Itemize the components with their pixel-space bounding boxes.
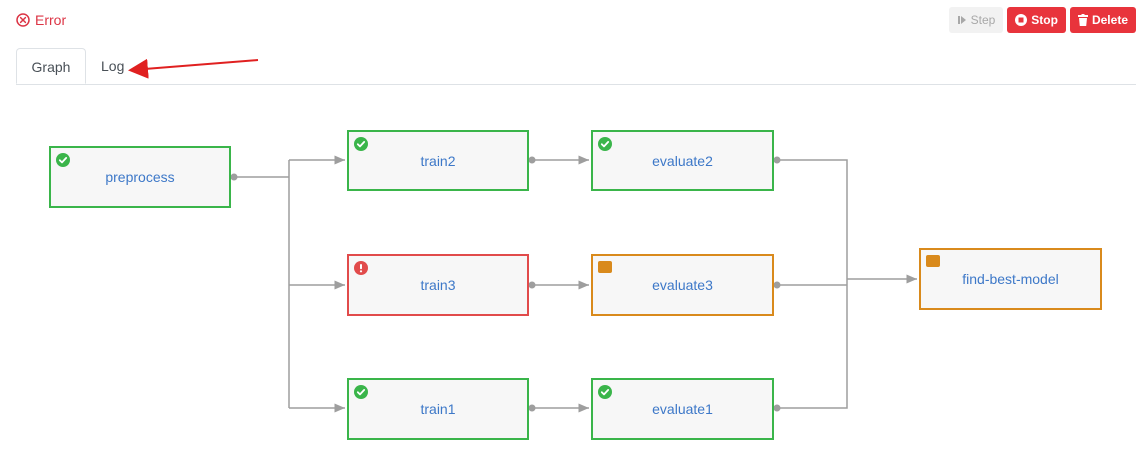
node-label: evaluate1	[652, 401, 713, 417]
status-indicator: Error	[16, 12, 66, 28]
delete-button-label: Delete	[1091, 13, 1128, 27]
node-label: train1	[420, 401, 456, 417]
node-label: find-best-model	[962, 271, 1059, 287]
exclamation-circle-icon	[354, 261, 368, 275]
node-label: preprocess	[105, 169, 175, 185]
status-label: Error	[35, 12, 67, 28]
tab-graph[interactable]: Graph	[16, 48, 86, 84]
check-circle-icon	[598, 137, 612, 151]
tab-log[interactable]: Log	[101, 58, 125, 74]
annotation-arrow	[128, 58, 259, 79]
node-find-best-model[interactable]: find-best-model	[919, 248, 1102, 310]
step-button[interactable]: Step	[948, 7, 1004, 33]
node-label: evaluate3	[652, 277, 713, 293]
node-label: train3	[420, 277, 456, 293]
error-circle-icon	[16, 13, 30, 27]
node-evaluate3[interactable]: evaluate3	[591, 254, 774, 316]
node-train2[interactable]: train2	[347, 130, 529, 191]
toolbar: Step Stop Delete	[948, 7, 1136, 33]
pending-square-icon	[926, 255, 940, 267]
node-label: evaluate2	[652, 152, 713, 169]
node-evaluate2[interactable]: evaluate2	[591, 130, 774, 191]
delete-button[interactable]: Delete	[1069, 7, 1136, 33]
node-label: train2	[420, 152, 456, 169]
node-train1[interactable]: train1	[347, 378, 529, 440]
stop-circle-icon	[1015, 14, 1028, 26]
node-preprocess[interactable]: preprocess	[49, 146, 231, 208]
check-circle-icon	[598, 385, 612, 399]
check-circle-icon	[56, 153, 70, 167]
node-evaluate1[interactable]: evaluate1	[591, 378, 774, 440]
pending-square-icon	[598, 261, 612, 273]
check-circle-icon	[354, 137, 368, 151]
check-circle-icon	[354, 385, 368, 399]
step-forward-icon	[957, 16, 966, 24]
step-button-label: Step	[970, 13, 996, 27]
stop-button[interactable]: Stop	[1007, 7, 1066, 33]
tab-bar: Graph Log	[16, 48, 1136, 85]
stop-button-label: Stop	[1031, 13, 1058, 27]
node-train3[interactable]: train3	[347, 254, 529, 316]
trash-icon	[1077, 14, 1088, 26]
